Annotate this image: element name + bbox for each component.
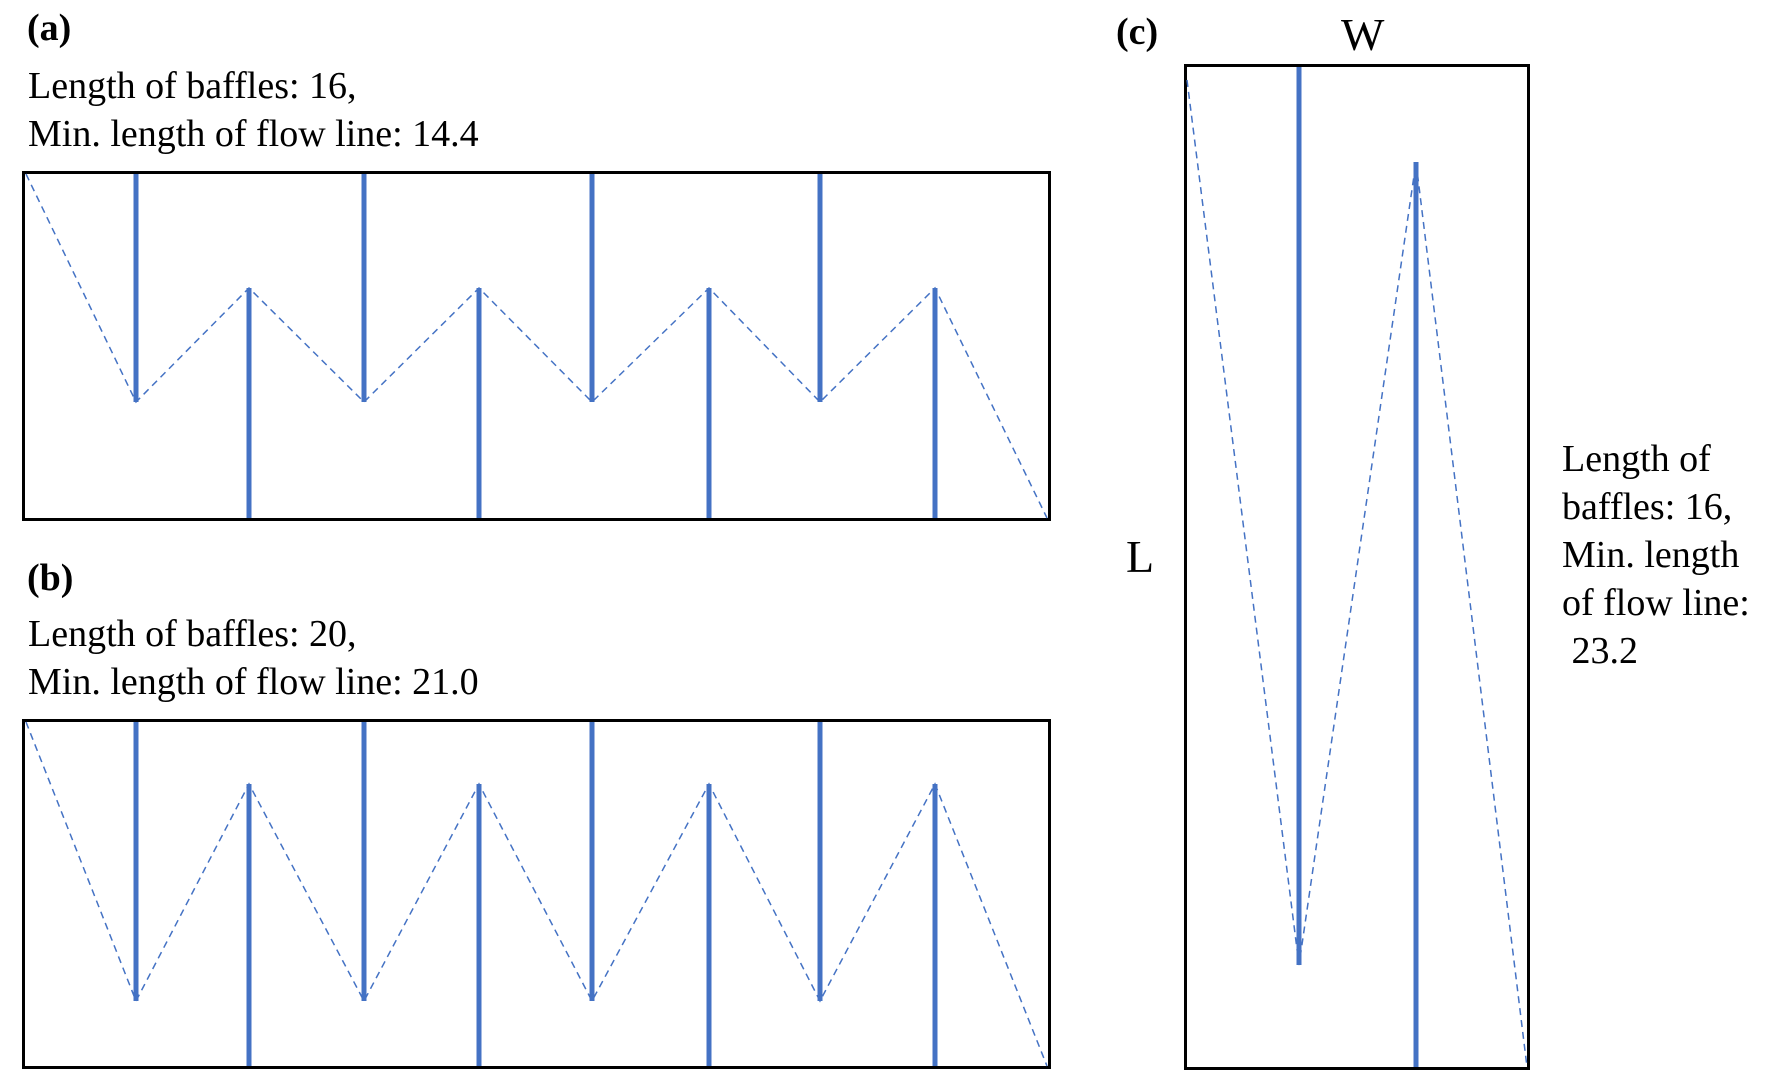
panel-b-channel bbox=[22, 719, 1051, 1069]
panel-b-caption-line2: Min. length of flow line: 21.0 bbox=[28, 661, 479, 703]
panel-c-flow-line bbox=[1186, 79, 1528, 1068]
panel-a-caption-line1: Length of baffles: 16, bbox=[28, 65, 357, 107]
panel-a-caption-line2: Min. length of flow line: 14.4 bbox=[28, 113, 479, 155]
panel-c-caption-line3: Min. length bbox=[1562, 534, 1740, 576]
panel-c-caption-line2: baffles: 16, bbox=[1562, 486, 1733, 528]
panel-b-caption-line1: Length of baffles: 20, bbox=[28, 613, 357, 655]
panel-b-label: (b) bbox=[27, 557, 74, 599]
panel-c-length-label: L bbox=[1126, 531, 1155, 582]
panel-a-label: (a) bbox=[27, 7, 72, 49]
panel-c-baffles bbox=[1296, 67, 1419, 1067]
panel-c-caption-line1: Length of bbox=[1562, 438, 1711, 480]
panel-a-flow-line bbox=[25, 173, 1048, 519]
panel-c-caption-line4: of flow line: bbox=[1562, 582, 1750, 624]
panel-a-channel bbox=[22, 171, 1051, 521]
panel-a-baffles bbox=[133, 174, 938, 518]
panel-c-channel bbox=[1184, 64, 1530, 1070]
panel-b-baffles bbox=[133, 722, 938, 1066]
panel-b-flow-line bbox=[25, 721, 1048, 1067]
panel-c-label: (c) bbox=[1116, 11, 1159, 53]
panel-c-width-label: W bbox=[1341, 9, 1385, 60]
panel-c-caption-line5: 23.2 bbox=[1562, 630, 1639, 672]
